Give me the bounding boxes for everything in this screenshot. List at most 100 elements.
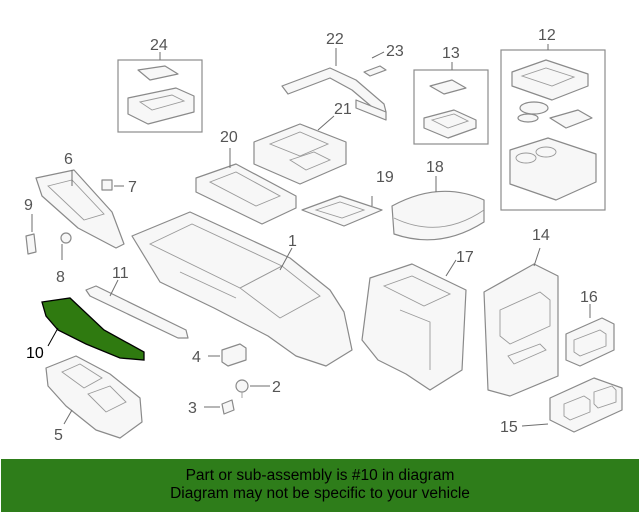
callout-7-label: 7 xyxy=(128,179,137,196)
part-11-strip xyxy=(85,285,189,339)
callout-12: 12 xyxy=(538,27,556,50)
part-12-cupholder xyxy=(509,137,597,201)
callout-2: 2 xyxy=(250,379,281,396)
callout-24-label: 24 xyxy=(150,37,168,54)
part-13-box xyxy=(413,69,489,145)
callout-8-label: 8 xyxy=(56,269,65,286)
part-13-tray xyxy=(423,109,477,139)
callout-19-label: 19 xyxy=(376,169,394,186)
part-24[interactable] xyxy=(117,59,203,133)
part-9[interactable] xyxy=(25,233,37,255)
callout-17: 17 xyxy=(445,249,474,277)
callout-2-label: 2 xyxy=(272,379,281,396)
callout-23-label: 23 xyxy=(386,43,404,60)
part-6-door xyxy=(35,169,125,249)
part-10-highlighted[interactable] xyxy=(41,297,145,361)
callout-19: 19 xyxy=(371,169,394,206)
part-23-clip xyxy=(363,65,387,77)
callout-4-label: 4 xyxy=(192,349,201,366)
callout-16-label: 16 xyxy=(580,289,598,306)
part-7[interactable] xyxy=(101,179,113,191)
callout-6: 6 xyxy=(64,151,73,186)
part-12[interactable] xyxy=(500,49,606,211)
part-16-bezel xyxy=(565,317,615,367)
banner-line-1: Part or sub-assembly is #10 in diagram xyxy=(185,467,455,484)
callout-15: 15 xyxy=(500,419,549,436)
callout-21: 21 xyxy=(317,101,352,131)
part-19-frame xyxy=(301,195,383,227)
part-18[interactable] xyxy=(391,190,485,241)
callout-3: 3 xyxy=(188,400,220,417)
callout-5: 5 xyxy=(54,409,73,444)
callout-24: 24 xyxy=(150,37,168,60)
part-8[interactable] xyxy=(60,232,72,244)
part-12-tray xyxy=(511,59,589,101)
callout-7: 7 xyxy=(114,179,137,196)
callout-8: 8 xyxy=(56,244,65,286)
part-2[interactable] xyxy=(235,379,249,398)
part-15[interactable] xyxy=(549,377,623,433)
callout-22: 22 xyxy=(326,31,344,66)
part-24-tray xyxy=(127,87,195,125)
part-20[interactable] xyxy=(195,163,297,225)
callout-20-label: 20 xyxy=(220,129,238,146)
callout-10-label: 10 xyxy=(26,345,44,362)
part-19[interactable] xyxy=(301,195,383,227)
part-22-end xyxy=(355,99,387,121)
part-1[interactable] xyxy=(131,211,353,367)
part-12-box xyxy=(500,49,606,211)
part-17[interactable] xyxy=(361,263,467,391)
callout-18-label: 18 xyxy=(426,159,444,176)
part-5[interactable] xyxy=(45,355,143,439)
part-20-bracket xyxy=(195,163,297,225)
callout-13: 13 xyxy=(442,45,460,70)
part-3[interactable] xyxy=(221,399,235,415)
callout-10: 10 xyxy=(26,327,59,362)
callout-23: 23 xyxy=(371,43,404,60)
callout-1: 1 xyxy=(279,233,297,271)
callout-3-label: 3 xyxy=(188,400,197,417)
part-6[interactable] xyxy=(35,169,125,249)
callout-6-label: 6 xyxy=(64,151,73,168)
callout-14: 14 xyxy=(532,227,550,267)
callout-13-label: 13 xyxy=(442,45,460,62)
callout-18: 18 xyxy=(426,159,444,192)
callout-16: 16 xyxy=(580,289,598,318)
part-11[interactable] xyxy=(85,285,189,339)
part-13[interactable] xyxy=(413,69,489,145)
info-banner: Part or sub-assembly is #10 in diagram D… xyxy=(1,459,639,512)
callout-20: 20 xyxy=(220,129,238,168)
part-18-armrest xyxy=(391,190,485,241)
callout-15-label: 15 xyxy=(500,419,518,436)
part-14[interactable] xyxy=(483,263,559,397)
callout-11-label: 11 xyxy=(112,265,129,282)
part-5-tray xyxy=(45,355,143,439)
callout-12-label: 12 xyxy=(538,27,556,44)
part-21-panel xyxy=(253,123,347,185)
part-12-mat xyxy=(549,109,593,129)
banner-line-2: Diagram may not be specific to your vehi… xyxy=(170,485,470,502)
callout-5-label: 5 xyxy=(54,427,63,444)
part-17-frame xyxy=(361,263,467,391)
part-14-panel xyxy=(483,263,559,397)
part-4[interactable] xyxy=(221,343,247,367)
part-24-lid xyxy=(137,65,179,81)
callout-1-label: 1 xyxy=(288,233,297,250)
part-21[interactable] xyxy=(253,123,347,185)
part-16[interactable] xyxy=(565,317,615,367)
callout-11: 11 xyxy=(109,265,129,297)
callout-4: 4 xyxy=(192,349,220,366)
part-23[interactable] xyxy=(363,65,387,77)
part-10-trim-panel xyxy=(41,297,145,361)
callout-21-label: 21 xyxy=(334,101,352,118)
callout-14-label: 14 xyxy=(532,227,550,244)
callout-17-label: 17 xyxy=(456,249,474,266)
part-24-detail xyxy=(138,94,186,111)
parts-diagram-svg: 24 22 23 13 12 xyxy=(24,27,623,444)
callout-9: 9 xyxy=(24,197,33,232)
callout-9-label: 9 xyxy=(24,197,33,214)
parts-diagram: 24 22 23 13 12 xyxy=(24,27,623,444)
part-22[interactable] xyxy=(281,67,387,121)
callout-22-label: 22 xyxy=(326,31,344,48)
part-13-mat xyxy=(429,79,467,95)
